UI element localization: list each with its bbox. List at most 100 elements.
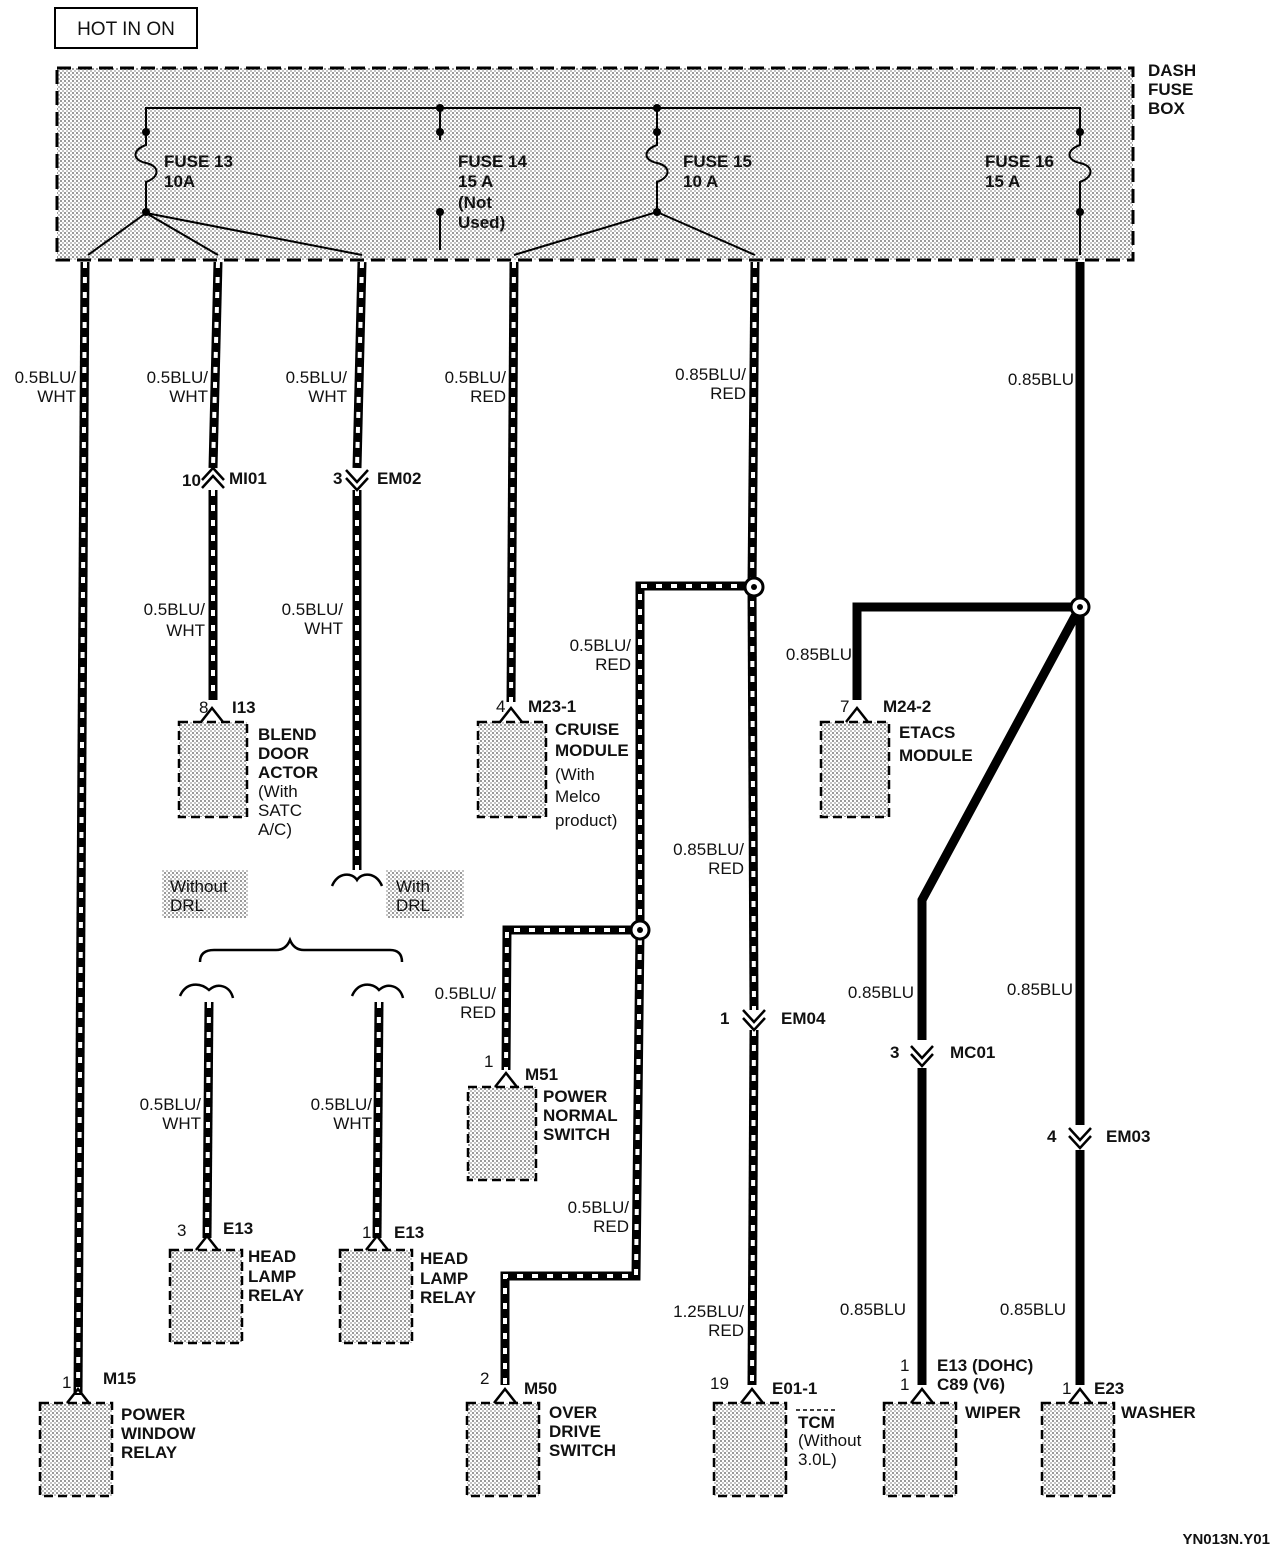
svg-text:HEAD: HEAD: [248, 1247, 296, 1266]
svg-text:0.5BLU/: 0.5BLU/: [445, 368, 507, 387]
fuse-15-label: FUSE 15 10 A: [683, 152, 752, 191]
page-title: HOT IN ON: [77, 19, 175, 40]
svg-text:WINDOW: WINDOW: [121, 1424, 197, 1443]
wire-label: 0.5BLU/RED: [570, 636, 632, 674]
svg-text:10 A: 10 A: [683, 172, 718, 191]
svg-text:FUSE 14: FUSE 14: [458, 152, 528, 171]
svg-text:SATC: SATC: [258, 801, 302, 820]
svg-text:0.5BLU/: 0.5BLU/: [570, 636, 632, 655]
svg-text:4: 4: [1047, 1127, 1057, 1146]
component-blend-door-actor: 8 I13 BLEND DOOR ACTOR (With SATC A/C): [199, 698, 318, 839]
svg-text:(With: (With: [555, 765, 595, 784]
svg-text:15 A: 15 A: [458, 172, 493, 191]
fuse-bus-nodes: [142, 104, 1084, 216]
svg-text:RED: RED: [708, 1321, 744, 1340]
svg-text:0.5BLU/: 0.5BLU/: [568, 1198, 630, 1217]
wire-label: 0.85BLU: [848, 983, 914, 1002]
svg-text:E13: E13: [394, 1223, 424, 1242]
svg-text:10A: 10A: [164, 172, 195, 191]
wire-labels: 0.5BLU/WHT 0.5BLU/WHT 0.5BLU/WHT 0.5BLU/…: [15, 365, 1074, 1340]
component-cruise-module: 4 M23-1 CRUISE MODULE (With Melco produc…: [496, 697, 629, 830]
svg-text:MI01: MI01: [229, 469, 267, 488]
svg-text:2: 2: [480, 1369, 489, 1388]
svg-text:10: 10: [182, 471, 201, 490]
wire-label: 0.5BLU/WHT: [144, 600, 206, 640]
with-drl-line2: DRL: [396, 896, 430, 915]
connector-mc01: 3 MC01: [890, 1043, 995, 1062]
svg-text:SWITCH: SWITCH: [543, 1125, 610, 1144]
svg-text:3.0L): 3.0L): [798, 1450, 837, 1469]
diagram-code: YN013N.Y01: [1182, 1531, 1270, 1548]
svg-text:1: 1: [720, 1009, 729, 1028]
connector-mi01: 10 MI01: [182, 469, 267, 490]
wire-label: 0.85BLU/RED: [675, 365, 746, 403]
svg-text:WHT: WHT: [37, 387, 76, 406]
svg-text:POWER: POWER: [543, 1087, 607, 1106]
wire-label: 1.25BLU/RED: [673, 1302, 744, 1340]
svg-text:M23-1: M23-1: [528, 697, 576, 716]
svg-text:MODULE: MODULE: [555, 741, 629, 760]
svg-text:POWER: POWER: [121, 1405, 185, 1424]
svg-text:FUSE 13: FUSE 13: [164, 152, 233, 171]
svg-text:0.85BLU/: 0.85BLU/: [675, 365, 746, 384]
svg-text:RELAY: RELAY: [248, 1286, 305, 1305]
svg-text:1: 1: [62, 1373, 71, 1392]
svg-text:1: 1: [362, 1223, 371, 1242]
svg-text:RED: RED: [708, 859, 744, 878]
svg-text:1: 1: [484, 1052, 493, 1071]
svg-text:(Not: (Not: [458, 193, 492, 212]
svg-text:19: 19: [710, 1374, 729, 1393]
svg-text:RED: RED: [470, 387, 506, 406]
svg-text:0.85BLU: 0.85BLU: [1007, 980, 1073, 999]
svg-text:4: 4: [496, 697, 505, 716]
wire-label: 0.5BLU/WHT: [282, 600, 344, 638]
without-drl-line1: Without: [170, 877, 228, 896]
svg-text:3: 3: [333, 469, 342, 488]
svg-text:M24-2: M24-2: [883, 697, 931, 716]
svg-text:HEAD: HEAD: [420, 1249, 468, 1268]
svg-text:0.85BLU: 0.85BLU: [1000, 1300, 1066, 1319]
svg-text:RED: RED: [460, 1003, 496, 1022]
svg-text:WHT: WHT: [166, 621, 205, 640]
svg-text:1: 1: [900, 1375, 909, 1394]
svg-text:I13: I13: [232, 698, 256, 717]
wire-label: 0.85BLU/RED: [673, 840, 744, 878]
svg-text:BLEND: BLEND: [258, 725, 317, 744]
svg-text:0.5BLU/: 0.5BLU/: [311, 1095, 373, 1114]
svg-text:EM04: EM04: [781, 1009, 826, 1028]
svg-text:MC01: MC01: [950, 1043, 995, 1062]
svg-text:0.85BLU: 0.85BLU: [840, 1300, 906, 1319]
fuse-16-label: FUSE 16 15 A: [985, 152, 1054, 191]
svg-text:0.85BLU: 0.85BLU: [1008, 370, 1074, 389]
svg-text:0.85BLU/: 0.85BLU/: [673, 840, 744, 859]
svg-text:M50: M50: [524, 1379, 557, 1398]
svg-text:A/C): A/C): [258, 820, 292, 839]
svg-text:WASHER: WASHER: [1121, 1403, 1196, 1422]
svg-text:3: 3: [890, 1043, 899, 1062]
svg-text:DRIVE: DRIVE: [549, 1422, 601, 1441]
pin-arrows: [66, 705, 1092, 1404]
wire-label: 0.5BLU/RED: [445, 368, 507, 406]
wire-label: 0.5BLU/WHT: [147, 368, 209, 406]
wire-label: 0.85BLU: [786, 645, 852, 664]
svg-text:Melco: Melco: [555, 787, 600, 806]
svg-text:1.25BLU/: 1.25BLU/: [673, 1302, 744, 1321]
connector-em02: 3 EM02: [333, 469, 421, 488]
component-wiper: 1 1 E13 (DOHC) C89 (V6) WIPER: [900, 1356, 1033, 1422]
svg-text:1: 1: [1062, 1379, 1071, 1398]
svg-text:0.5BLU/: 0.5BLU/: [435, 984, 497, 1003]
svg-text:ACTOR: ACTOR: [258, 763, 318, 782]
fuse-box-label-line1: DASH: [1148, 61, 1196, 80]
solid-wires: [852, 262, 1085, 1385]
svg-text:DOOR: DOOR: [258, 744, 309, 763]
svg-text:EM02: EM02: [377, 469, 421, 488]
svg-text:1: 1: [900, 1356, 909, 1375]
wire-label: 0.85BLU: [1008, 370, 1074, 389]
svg-text:MODULE: MODULE: [899, 746, 973, 765]
svg-text:E13: E13: [223, 1219, 253, 1238]
svg-text:FUSE 15: FUSE 15: [683, 152, 752, 171]
component-head-lamp-relay-2: 1 E13 HEAD LAMP RELAY: [362, 1223, 477, 1307]
drl-options: Without DRL With DRL: [162, 870, 464, 999]
svg-text:RELAY: RELAY: [420, 1288, 477, 1307]
